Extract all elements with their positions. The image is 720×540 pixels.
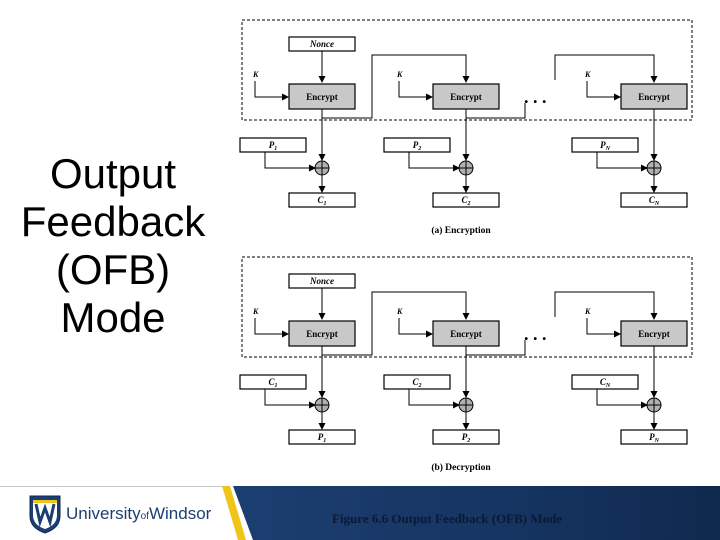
key-arrow: [254, 81, 289, 101]
input-label: C2: [412, 377, 421, 389]
feedback-arrow: [322, 291, 470, 356]
input-box: [239, 137, 307, 153]
key-arrow: [254, 318, 289, 338]
footer: UniversityofWindsor Figure 6.6 Output Fe…: [0, 486, 720, 540]
part-caption: (a) Encryption: [431, 225, 491, 236]
key-label: K: [396, 307, 403, 316]
feedback-line: [466, 340, 526, 356]
nonce-label: Nonce: [309, 276, 334, 286]
title-line: Mode: [60, 294, 166, 341]
output-box: [432, 429, 500, 445]
encrypt-box: [432, 83, 500, 110]
output-box: [288, 429, 356, 445]
encrypt-label: Encrypt: [450, 329, 482, 339]
ofb-diagram: NonceKEncryptP1C1KEncryptP2C2KEncryptPNC…: [239, 19, 693, 473]
output-label: C1: [317, 195, 326, 207]
output-box: [288, 192, 356, 208]
input-arrow: [264, 152, 316, 172]
key-arrow: [586, 81, 621, 101]
output-box: [432, 192, 500, 208]
input-label: P2: [413, 140, 422, 152]
key-label: K: [252, 307, 259, 316]
figure-caption: Figure 6.6 Output Feedback (OFB) Mode: [332, 511, 563, 526]
title-line: (OFB): [55, 246, 171, 293]
input-label: P1: [269, 140, 278, 152]
key-arrow: [398, 318, 433, 338]
output-label: CN: [649, 195, 660, 207]
feedback-arrow: [554, 291, 658, 320]
footer-divider: [0, 486, 230, 487]
encrypt-label: Encrypt: [638, 92, 670, 102]
title-line: Output: [49, 150, 177, 197]
ellipsis: . . .: [524, 324, 547, 344]
input-arrow: [408, 152, 460, 172]
key-arrow: [398, 81, 433, 101]
input-label: C1: [268, 377, 277, 389]
encrypt-label: Encrypt: [450, 92, 482, 102]
slide-title: Output Feedback (OFB) Mode: [8, 150, 218, 342]
feedback-line: [466, 103, 526, 119]
output-box: [620, 429, 688, 445]
input-box: [383, 137, 451, 153]
key-label: K: [396, 70, 403, 79]
encrypt-box: [620, 83, 688, 110]
feedback-arrow: [322, 54, 470, 119]
key-label: K: [584, 307, 591, 316]
output-box: [620, 192, 688, 208]
input-label: PN: [600, 140, 611, 152]
key-arrow: [586, 318, 621, 338]
input-box: [571, 137, 639, 153]
input-arrow: [596, 389, 648, 409]
input-arrow: [264, 389, 316, 409]
ellipsis: . . .: [524, 87, 547, 107]
title-line: Feedback: [20, 198, 206, 245]
encrypt-label: Encrypt: [306, 329, 338, 339]
output-label: P1: [318, 432, 327, 444]
university-shield-icon: [29, 495, 61, 534]
nonce-label: Nonce: [309, 39, 334, 49]
encrypt-box: [432, 320, 500, 347]
input-box: [383, 374, 451, 390]
key-label: K: [584, 70, 591, 79]
dashed-frame: [241, 19, 693, 121]
input-arrow: [596, 152, 648, 172]
output-label: PN: [649, 432, 660, 444]
encrypt-label: Encrypt: [638, 329, 670, 339]
input-box: [239, 374, 307, 390]
output-label: C2: [461, 195, 470, 207]
key-label: K: [252, 70, 259, 79]
dashed-frame: [241, 256, 693, 358]
encrypt-box: [620, 320, 688, 347]
part-caption: (b) Decryption: [431, 462, 491, 473]
feedback-arrow: [554, 54, 658, 83]
input-label: CN: [600, 377, 611, 389]
input-box: [571, 374, 639, 390]
encrypt-label: Encrypt: [306, 92, 338, 102]
university-wordmark: UniversityofWindsor: [66, 504, 212, 523]
encrypt-box: [288, 320, 356, 347]
output-label: P2: [462, 432, 471, 444]
footer-band: [233, 486, 720, 540]
input-arrow: [408, 389, 460, 409]
